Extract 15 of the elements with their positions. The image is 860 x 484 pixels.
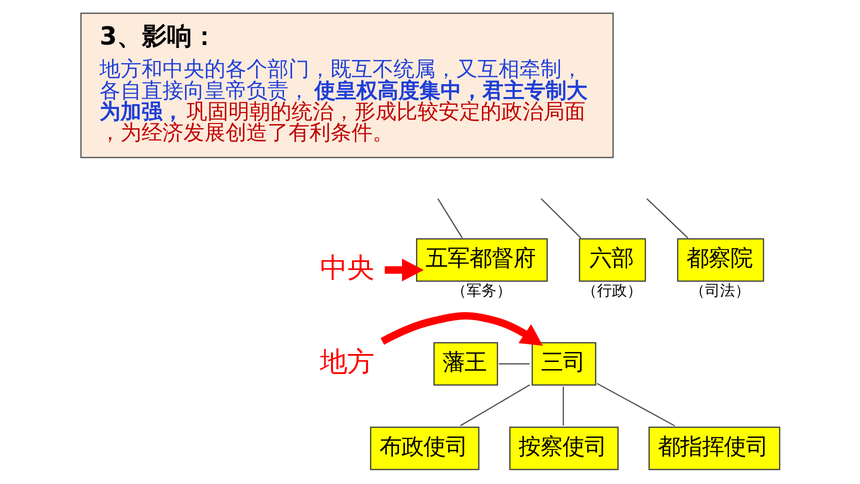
node-box: 3、影响： 地方和中央的各个部门，既互不统属，又互相牵制，各自直接向皇帝负责，使皇权高度集中，君主专制大为加强，巩固明朝的统治，形成比较安定的政治局面，为经济发展创造了有利条件。 bbox=[80, 12, 614, 158]
connector bbox=[540, 198, 582, 238]
arrow bbox=[384, 258, 424, 282]
connector bbox=[596, 382, 676, 426]
node-label: （行政） bbox=[582, 282, 642, 300]
connector bbox=[460, 384, 530, 426]
node-label: （司法） bbox=[690, 282, 750, 300]
connector bbox=[646, 198, 688, 238]
connector bbox=[562, 386, 564, 426]
node-text: 中央 bbox=[320, 252, 374, 284]
node-label: （军务） bbox=[451, 282, 512, 300]
node-text: 地方 bbox=[320, 346, 374, 378]
connector bbox=[498, 363, 530, 364]
arrow bbox=[380, 312, 543, 346]
connector bbox=[437, 198, 463, 238]
